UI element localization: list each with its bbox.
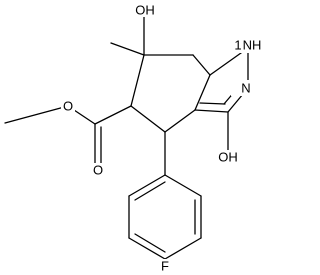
atom-fluorine: F [159, 259, 171, 274]
atom-ester-o-double: O [91, 163, 105, 178]
atom-n-imine: N [231, 80, 261, 96]
bond-ph-c4-c5-double [134, 233, 166, 253]
bond-ph-c4-c5 [128, 237, 166, 260]
bond-c3a-c4 [164, 109, 196, 133]
fluorine-label: F [161, 259, 169, 274]
bond-c3-c3a [194, 109, 229, 113]
oh-bottom-label: OH [218, 150, 238, 165]
bond-c5-c6 [130, 54, 145, 107]
atom-oh-top: OH [133, 2, 157, 18]
nh-h-label: 1 [234, 38, 241, 53]
atom-label-layer: OH 1 NH N OH O O F [61, 2, 262, 274]
atom-ester-o-single: O [61, 99, 75, 114]
bond-o-methyl [4, 105, 69, 124]
bond-c3-c3a-double [199, 102, 226, 105]
bond-c7a-c3a [194, 74, 211, 111]
oh-top-label: OH [135, 3, 155, 18]
nh-label: NH [243, 38, 262, 53]
bond-ph-c3-c4 [164, 237, 202, 260]
atom-oh-bottom: OH [215, 150, 242, 165]
atom-nh: 1 NH [231, 37, 262, 53]
bond-c7-c7a [192, 54, 211, 76]
bond-ph-c6-c1 [128, 174, 166, 197]
bond-c4-c5 [130, 105, 166, 133]
ester-o-double-label: O [93, 163, 103, 178]
bond-ph-c1-c2 [164, 174, 202, 197]
n-imine-label: N [241, 81, 250, 96]
bond-c5-carbonyl [94, 105, 132, 125]
bond-layer [4, 13, 249, 263]
bond-c6-methyl [110, 42, 145, 56]
molecule-structure-diagram: OH 1 NH N OH O O F [4, 2, 262, 274]
ester-o-single-label: O [63, 99, 73, 114]
bond-ph-c6-c1-double [134, 181, 166, 201]
